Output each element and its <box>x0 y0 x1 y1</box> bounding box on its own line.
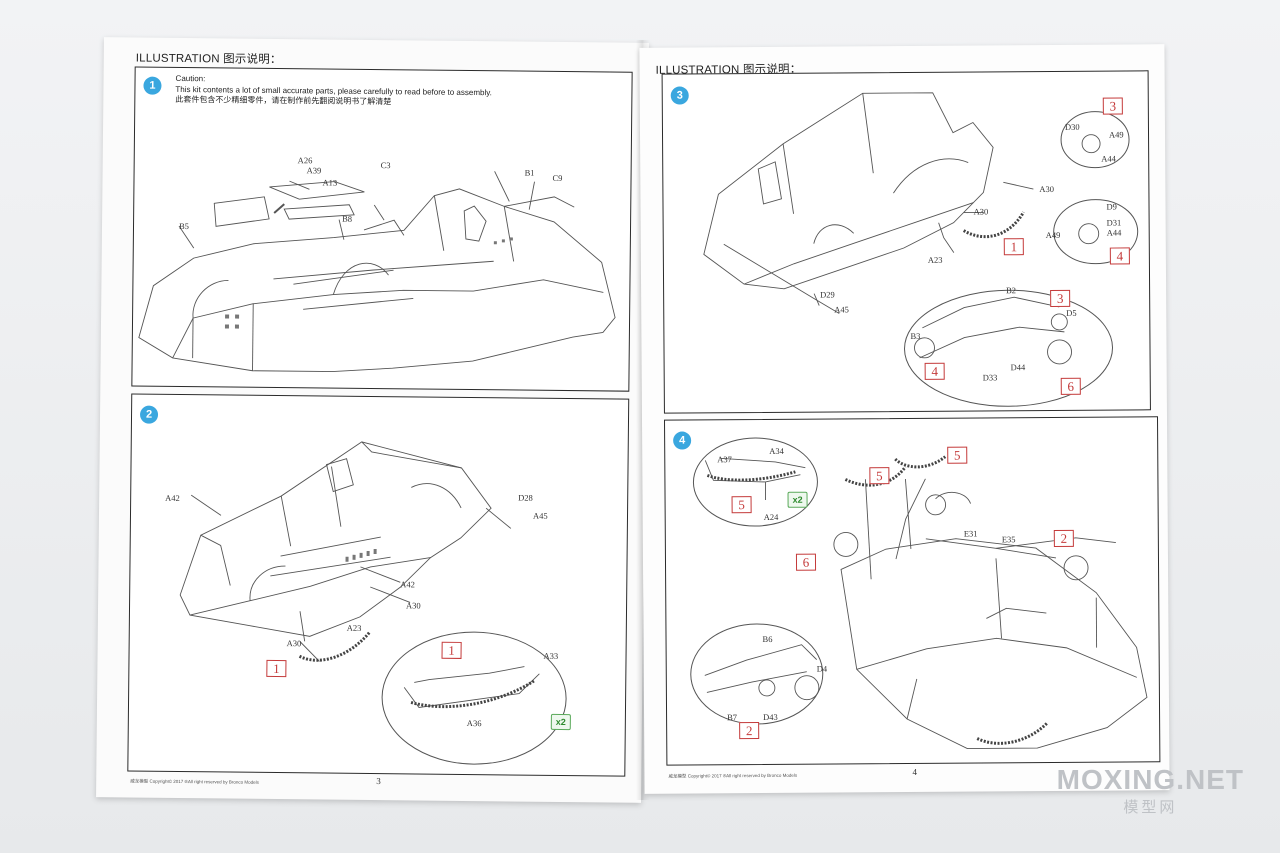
part-label-a44-lower: A44 <box>1106 227 1122 238</box>
part-label-a33: A33 <box>543 650 559 661</box>
right-page: ILLUSTRATION 图示说明： 3 <box>639 44 1170 794</box>
part-label-d5: D5 <box>1066 307 1077 318</box>
quantity-badge: x2 <box>550 713 571 731</box>
step-ref-5: 5 <box>869 467 890 485</box>
part-label-d9: D9 <box>1106 201 1117 212</box>
hull-drawing-step-3 <box>663 71 1148 410</box>
part-label-c9: C9 <box>552 172 563 183</box>
part-label-d43: D43 <box>763 711 778 722</box>
site-watermark: MOXING.NET 模型网 <box>1057 766 1244 817</box>
part-label-a24: A24 <box>763 511 779 522</box>
step-ref-2: 2 <box>1053 529 1074 547</box>
part-label-b8: B8 <box>342 213 353 224</box>
part-label-a45: A45 <box>532 510 548 521</box>
step-ref-5-upper: 5 <box>947 446 968 464</box>
step-ref-1: 1 <box>266 659 287 678</box>
part-label-c3: C3 <box>380 160 391 171</box>
step-ref-5-inset: 5 <box>731 496 752 514</box>
step-3-panel: 3 <box>661 70 1151 414</box>
step-2-panel: 2 <box>127 393 630 777</box>
step-ref-6: 6 <box>1060 377 1081 395</box>
part-label-b5: B5 <box>178 220 189 232</box>
page-number: 4 <box>912 766 917 777</box>
part-label-b7: B7 <box>727 712 738 723</box>
part-label-a13: A13 <box>322 177 338 188</box>
part-label-a42-lower: A42 <box>400 579 415 590</box>
watermark-subtext: 模型网 <box>1123 799 1178 816</box>
part-label-a42: A42 <box>165 492 180 503</box>
part-label-a49-lower: A49 <box>1045 229 1061 241</box>
page-heading: ILLUSTRATION 图示说明： <box>135 52 282 67</box>
page-number: 3 <box>376 776 381 787</box>
part-label-a26: A26 <box>297 155 313 166</box>
part-label-a30-lower: A30 <box>973 206 989 217</box>
step-ref-1-inset: 1 <box>441 641 462 659</box>
part-label-a44: A44 <box>1101 153 1116 164</box>
caution-note: Caution: This kit contents a lot of smal… <box>175 74 615 110</box>
hull-drawing-step-2 <box>128 414 626 773</box>
part-label-a37: A37 <box>717 454 732 465</box>
part-label-a39: A39 <box>306 165 322 176</box>
step-ref-6: 6 <box>795 553 817 571</box>
part-label-b1: B1 <box>524 167 535 178</box>
part-label-b2: B2 <box>1006 285 1017 296</box>
part-label-a36: A36 <box>466 718 482 729</box>
step-ref-1: 1 <box>1003 238 1024 256</box>
part-label-a45: A45 <box>834 304 849 315</box>
part-label-a30: A30 <box>406 600 421 611</box>
step-ref-4-inset: 4 <box>924 362 945 380</box>
part-label-d28: D28 <box>518 492 533 503</box>
part-label-d30: D30 <box>1064 121 1080 132</box>
part-label-e35: E35 <box>1001 534 1016 545</box>
step-4-panel: 4 <box>663 416 1161 766</box>
hull-drawing-step-4 <box>665 417 1157 762</box>
part-label-e31: E31 <box>963 528 978 539</box>
part-label-d31: D31 <box>1106 217 1122 228</box>
hull-drawing-step-1 <box>132 107 629 388</box>
part-label-d29: D29 <box>820 289 835 300</box>
step-1-badge: 1 <box>143 76 162 95</box>
quantity-badge: x2 <box>787 491 808 508</box>
part-label-d44: D44 <box>1010 362 1026 373</box>
step-ref-4: 4 <box>1109 247 1130 265</box>
part-label-b6: B6 <box>762 633 773 644</box>
step-ref-3-inset: 3 <box>1050 289 1071 307</box>
left-page: ILLUSTRATION 图示说明： 1 Caution: This kit c… <box>96 37 649 803</box>
page-footer: 威龙模型 Copyright© 2017 ®All right reserved… <box>130 778 259 785</box>
part-label-a23: A23 <box>927 254 943 265</box>
step-ref-3: 3 <box>1102 97 1123 115</box>
part-label-d33: D33 <box>982 372 998 383</box>
part-label-a30-lower: A30 <box>286 638 302 649</box>
step-ref-2-inset: 2 <box>739 722 760 740</box>
part-label-a49: A49 <box>1108 129 1124 140</box>
part-label-a34: A34 <box>769 445 784 456</box>
part-label-b3: B3 <box>910 330 921 341</box>
part-label-d4: D4 <box>816 663 828 674</box>
part-label-a30: A30 <box>1039 183 1055 195</box>
watermark-text: MOXING.NET <box>1056 764 1244 795</box>
page-footer: 威龙模型 Copyright© 2017 ®All right reserved… <box>668 772 798 779</box>
part-label-a23: A23 <box>346 622 362 633</box>
step-1-panel: 1 Caution: This kit contents a lot of sm… <box>131 66 633 392</box>
